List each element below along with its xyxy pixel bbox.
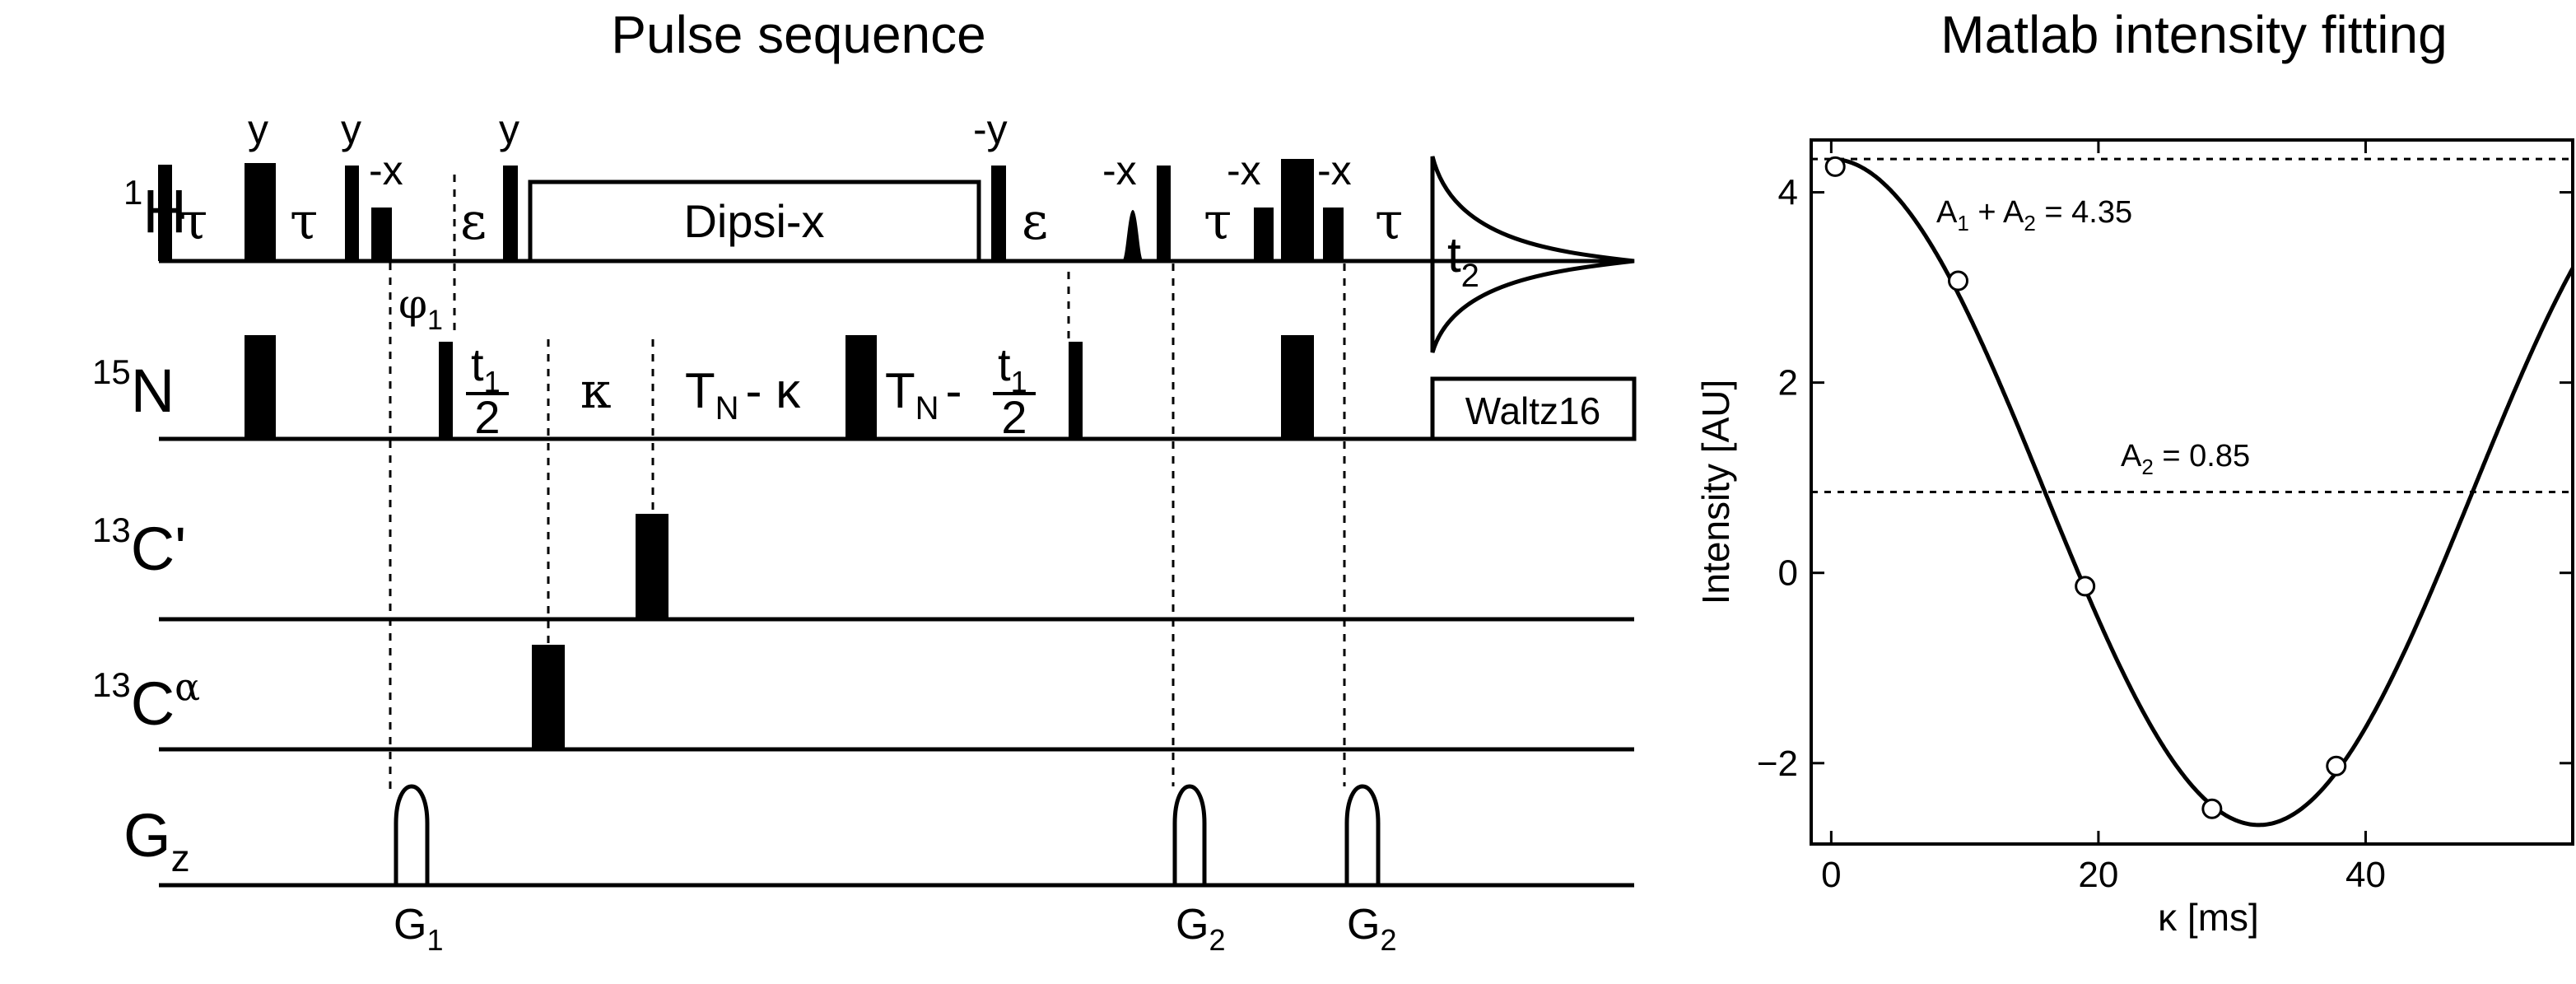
reference-line-label: A1 + A2 = 4.35 [1936, 195, 2132, 236]
data-point [2201, 798, 2223, 819]
plot-frame [1810, 138, 2574, 846]
delay-epsilon: ε [460, 191, 487, 251]
n-90-pulse [439, 342, 453, 439]
pulse-sequence-title: Pulse sequence [611, 5, 985, 64]
h-90-pulse [158, 165, 172, 261]
h-90-pulse [991, 166, 1006, 261]
timing-lines [389, 175, 1346, 795]
phase-label: -x [369, 147, 403, 194]
n-180-pulse [245, 335, 276, 439]
intensity-fit-panel: Matlab intensity fitting 0 20 40 −2 0 2 4 A1 + … [1694, 5, 2575, 939]
dipsi-box [528, 180, 981, 263]
n-pulses [245, 335, 1314, 439]
gradient-label-g2: G2 [1176, 901, 1225, 957]
gradient-g2 [1344, 784, 1381, 885]
t2-label: t2 [1447, 227, 1479, 294]
h-pulses [158, 159, 1344, 261]
gradient-g2 [1172, 784, 1207, 885]
h-180-pulse [245, 163, 276, 261]
data-point [2075, 576, 2096, 597]
h-phase-labels: y y -x y -y -x -x -x [248, 106, 1352, 194]
channel-label-15n: 15N [92, 352, 175, 425]
waltz-box [1430, 376, 1637, 441]
y-tick-label: −2 [1757, 744, 1798, 784]
delay-t1-half: t1 2 [466, 338, 509, 443]
fid-decay [1430, 156, 1635, 353]
channel-label-13c-prime: 13C' [92, 511, 186, 583]
n-180-pulse [845, 335, 877, 439]
h-shaped-pulse [1122, 210, 1144, 261]
x-axis-label: κ [ms] [2158, 896, 2259, 939]
tn-label: TN- [885, 363, 962, 427]
reference-line-label: A2 = 0.85 [2121, 439, 2250, 479]
data-point [2326, 755, 2347, 776]
pulse-sequence-panel: Pulse sequence 1H 15N 13C' 13Cα Gz [92, 5, 1637, 957]
delay-epsilon: ε [1022, 191, 1048, 251]
y-tick-label: 2 [1778, 363, 1798, 403]
h-180-pulse [1281, 159, 1314, 261]
delay-tn-minus-kappa: TN- κ [685, 363, 801, 427]
data-point [1824, 156, 1846, 177]
gradient-g1 [394, 784, 430, 885]
h-selective-pulse [371, 208, 392, 261]
x-tick-label: 40 [2345, 855, 2386, 895]
gradient-pulses [394, 784, 1381, 885]
phase-label: -x [1317, 147, 1352, 194]
h-90-pulse [503, 166, 518, 261]
y-tick-label: 4 [1778, 173, 1798, 213]
delay-tn-minus-t1-half: TN- t1 2 [885, 338, 1036, 443]
intensity-chart: 0 20 40 −2 0 2 4 A1 + A2 = 4.35 A2 = 0.85 κ [ms] I… [1694, 138, 2575, 939]
phase-label: y [248, 106, 268, 152]
delay-tau: τ [1204, 191, 1232, 251]
fraction-numerator: t1 [471, 338, 501, 399]
phase-label: -y [973, 106, 1008, 152]
h-90-pulse [345, 166, 359, 261]
h-selective-pulse [1323, 208, 1344, 261]
h-selective-pulse [1254, 208, 1274, 261]
h-90-pulse [1157, 166, 1171, 261]
n-180-pulse [1281, 335, 1314, 439]
data-point [1948, 270, 1969, 291]
gradient-label-g2: G2 [1347, 901, 1396, 957]
phase-label: y [499, 106, 519, 152]
x-tick-label: 20 [2078, 855, 2118, 895]
y-tick-label: 0 [1778, 553, 1798, 594]
phase-label: y [341, 106, 361, 152]
chart-title: Matlab intensity fitting [1940, 5, 2447, 64]
gradient-label-g1: G1 [394, 901, 443, 957]
channel-baselines [159, 259, 1634, 888]
waltz-label: Waltz16 [1465, 389, 1600, 432]
phase-label: -x [1227, 147, 1261, 194]
dipsi-label: Dipsi-x [683, 195, 824, 247]
y-axis-label: Intensity [AU] [1694, 380, 1737, 605]
delay-tau: τ [290, 191, 318, 251]
channel-label-1h: 1H [123, 173, 187, 245]
delay-kappa: κ [580, 362, 612, 420]
cprime-180-pulse [636, 514, 668, 619]
delay-tau: τ [1375, 191, 1403, 251]
h-delay-labels: τ τ ε ε τ τ [179, 191, 1403, 251]
phase-phi1: φ1 [398, 280, 443, 336]
channel-label-gz: Gz [123, 801, 190, 879]
phase-label: -x [1102, 147, 1137, 194]
fraction-denominator: 2 [474, 391, 500, 443]
x-tick-label: 0 [1821, 855, 1841, 895]
calpha-180-pulse [532, 645, 565, 749]
fraction-numerator: t1 [998, 338, 1027, 399]
fraction-denominator: 2 [1001, 391, 1027, 443]
delay-tau: τ [179, 191, 207, 251]
channel-label-13c-alpha: 13Cα [92, 665, 200, 738]
n-90-pulse [1069, 342, 1083, 439]
